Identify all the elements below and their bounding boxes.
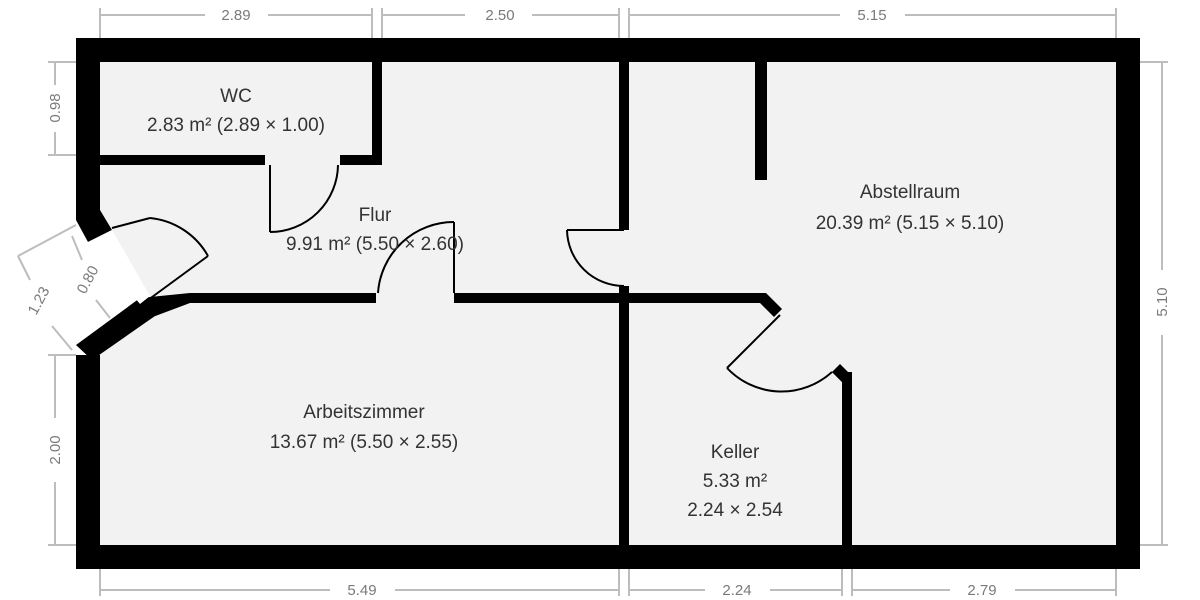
interior-walls (100, 62, 852, 545)
room-abstellraum: Abstellraum 20.39 m² (5.15 × 5.10) (816, 182, 1005, 234)
dimension-right: 5.10 (1140, 61, 1171, 546)
dimension-label: 5.49 (347, 582, 376, 599)
room-dims: 2.24 × 2.54 (687, 500, 783, 521)
dimension-label: 5.10 (1154, 287, 1171, 316)
room-flur: Flur 9.91 m² (5.50 × 2.60) (286, 205, 464, 255)
dimension-left: 0.98 2.00 (47, 61, 76, 546)
room-area: 2.83 m² (2.89 × 1.00) (147, 115, 325, 136)
dimension-label: 0.98 (47, 93, 64, 122)
dimension-label: 2.89 (221, 7, 250, 24)
room-area: 20.39 m² (5.15 × 5.10) (816, 213, 1005, 234)
dimension-label: 2.24 (722, 582, 751, 599)
room-area: 13.67 m² (5.50 × 2.55) (270, 432, 459, 453)
dimension-top: 2.89 2.50 5.15 (99, 7, 1117, 38)
room-area: 9.91 m² (5.50 × 2.60) (286, 234, 464, 255)
dimension-label: 5.15 (857, 7, 886, 24)
entry-opening (88, 230, 150, 304)
dimension-label: 2.79 (967, 582, 996, 599)
room-name: Arbeitszimmer (303, 402, 425, 423)
dimension-label: 2.00 (47, 435, 64, 464)
dimension-label: 2.50 (485, 7, 514, 24)
dimension-bottom: 5.49 2.24 2.79 (99, 569, 1117, 599)
outer-walls (76, 38, 1140, 569)
room-name: WC (220, 86, 252, 107)
dimension-label: 0.80 (74, 263, 103, 297)
room-arbeitszimmer: Arbeitszimmer 13.67 m² (5.50 × 2.55) (270, 402, 459, 453)
floor-area (100, 62, 1116, 545)
room-name: Keller (711, 442, 760, 463)
room-name: Abstellraum (860, 182, 960, 203)
doors (111, 164, 833, 393)
room-area: 5.33 m² (703, 471, 767, 492)
room-keller: Keller 5.33 m² 2.24 × 2.54 (687, 442, 783, 521)
dimension-label: 1.23 (25, 284, 54, 318)
room-wc: WC 2.83 m² (2.89 × 1.00) (147, 86, 325, 136)
room-name: Flur (359, 205, 392, 226)
